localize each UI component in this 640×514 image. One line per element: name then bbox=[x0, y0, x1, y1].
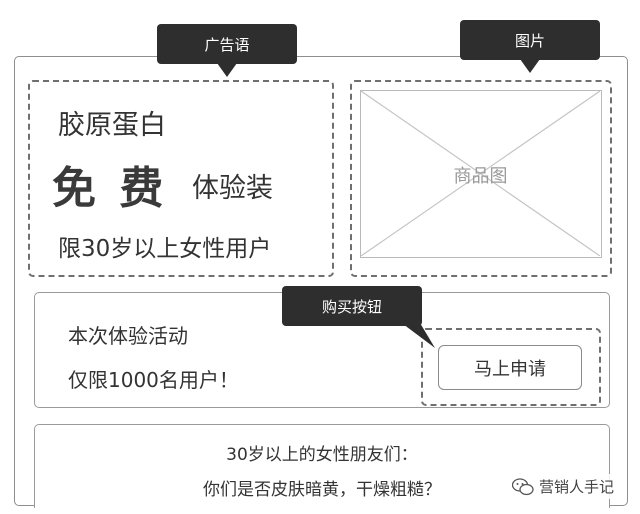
message-line-1: 30岁以上的女性朋友们： bbox=[226, 445, 418, 465]
placeholder-cross-icon bbox=[361, 91, 600, 256]
callout-ad-slogan-label: 广告语 bbox=[204, 35, 250, 54]
callout-image: 图片 bbox=[460, 20, 600, 60]
callout-buy-button: 购买按钮 bbox=[282, 286, 422, 326]
ad-free-text: 免 费 bbox=[52, 163, 168, 214]
ad-slogan-region bbox=[28, 80, 334, 277]
ad-age-limit: 限30岁以上女性用户 bbox=[58, 236, 272, 262]
buy-button-region bbox=[421, 328, 601, 406]
watermark: 营销人手记 bbox=[508, 474, 619, 499]
callout-ad-slogan: 广告语 bbox=[157, 24, 297, 64]
watermark-text: 营销人手记 bbox=[539, 478, 615, 496]
activity-line-1: 本次体验活动 bbox=[68, 324, 188, 348]
product-image-label: 商品图 bbox=[453, 166, 508, 187]
product-image-placeholder: 商品图 bbox=[360, 90, 602, 258]
callout-buy-button-label: 购买按钮 bbox=[321, 297, 382, 316]
image-region bbox=[350, 80, 612, 277]
message-line-2: 你们是否皮肤暗黄，干燥粗糙？ bbox=[203, 480, 441, 500]
ad-trial-pack: 体验装 bbox=[192, 173, 273, 204]
callout-image-label: 图片 bbox=[514, 31, 545, 50]
apply-now-label: 马上申请 bbox=[474, 358, 546, 380]
wechat-icon bbox=[512, 477, 534, 495]
ad-line-collagen: 胶原蛋白 bbox=[58, 110, 166, 141]
apply-now-button[interactable]: 马上申请 bbox=[438, 345, 582, 390]
activity-line-2: 仅限1000名用户！ bbox=[68, 368, 239, 392]
